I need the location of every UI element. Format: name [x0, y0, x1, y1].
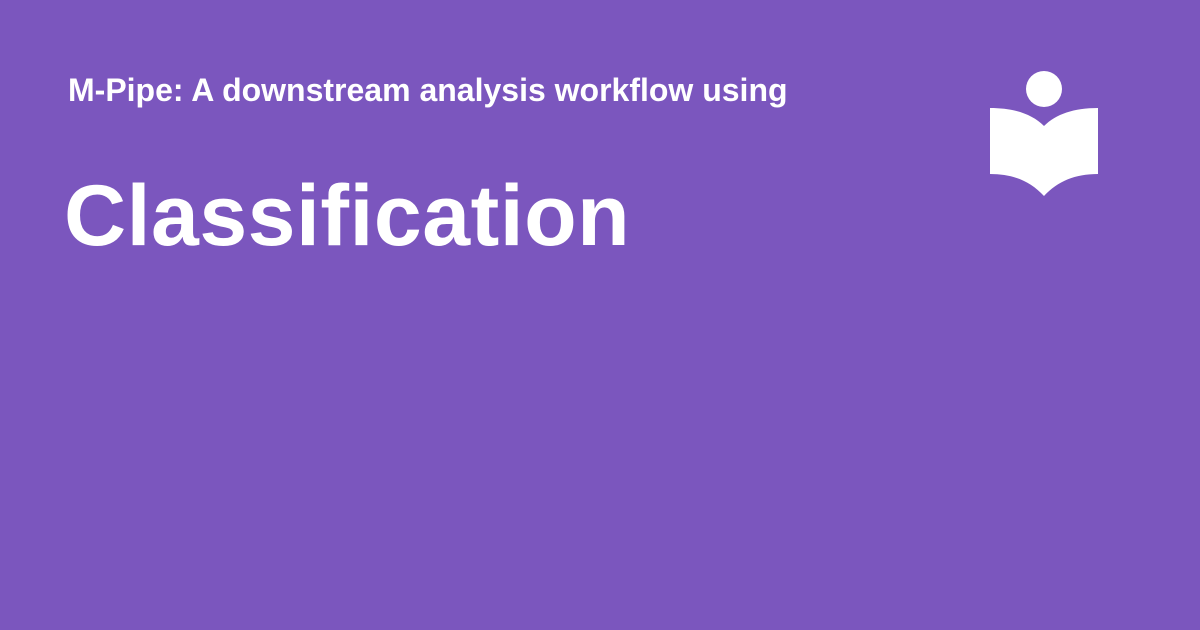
card-title: Classification [64, 168, 631, 264]
reader-book-icon [988, 70, 1100, 198]
card-subtitle: M-Pipe: A downstream analysis workflow u… [68, 72, 788, 108]
